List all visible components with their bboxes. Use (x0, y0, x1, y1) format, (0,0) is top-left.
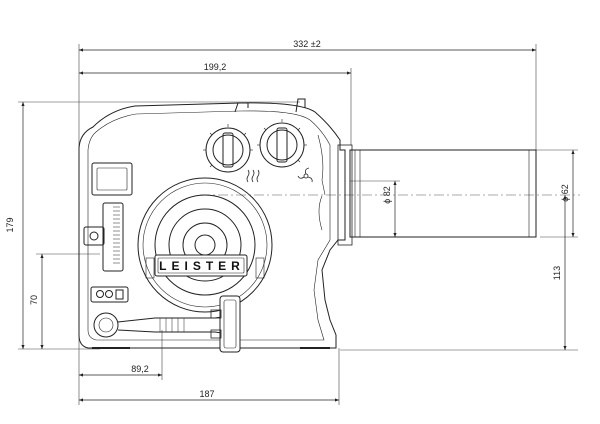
power-plug (219, 295, 241, 353)
extension-lines (18, 44, 578, 405)
power-cable (117, 314, 236, 323)
brand-plate (154, 254, 248, 277)
dim-total-height: 179 (5, 217, 15, 232)
brand-label: LEISTER (159, 259, 245, 273)
switch-plate (90, 286, 129, 303)
dim-body-length: 199,2 (204, 62, 227, 72)
airflow-knob (259, 122, 305, 168)
dim-axis-height: 113 (552, 266, 562, 280)
temperature-knob (205, 127, 251, 173)
dimension-lines (21, 48, 575, 402)
dim-overall-length: 332 ±2 (293, 39, 320, 49)
display-window (91, 162, 133, 196)
knob-ticks (203, 119, 307, 168)
dimension-texts: 332 ±2 199,2 179 70 89,2 187 ϕ 82 ϕ 62 1… (5, 39, 570, 399)
dim-tube-diameter-small: ϕ 62 (560, 184, 570, 202)
tool-drawing (78, 98, 537, 353)
fan-icon (297, 167, 313, 183)
housing-outline (78, 102, 346, 349)
dim-tube-diameter-large: ϕ 82 (382, 186, 392, 204)
fan-housing (137, 177, 273, 313)
heat-icon (246, 169, 260, 183)
dim-grip-offset: 89,2 (131, 364, 149, 374)
dim-handle-height: 70 (29, 295, 39, 305)
cable-loop (93, 312, 119, 338)
dim-base-length: 187 (199, 389, 214, 399)
housing-inner-outline (87, 110, 331, 341)
top-hook (234, 102, 249, 113)
air-tube (349, 149, 537, 238)
connector-strip (102, 202, 124, 272)
